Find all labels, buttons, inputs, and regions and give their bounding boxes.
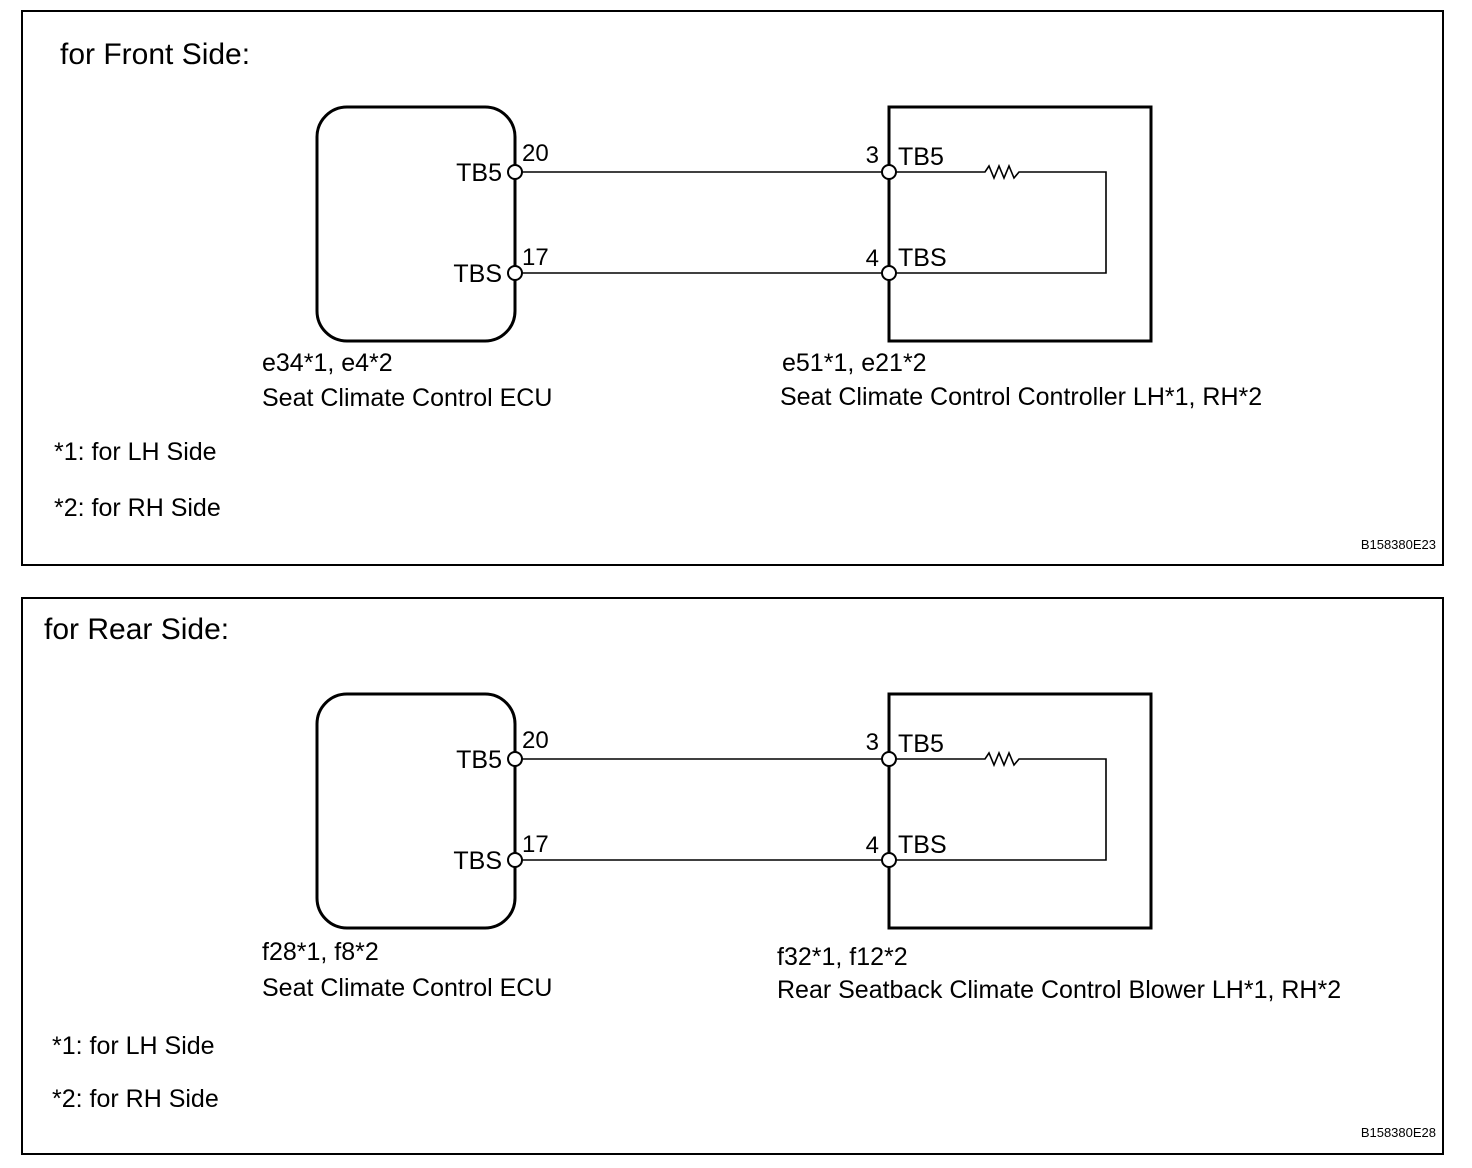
note-rh-side: *2: for RH Side [52, 1085, 219, 1113]
front-side-diagram-panel: for Front Side: TB5 20 TBS 17 3 TB5 4 TB… [21, 10, 1444, 566]
device-pin-label-tbs: TBS [898, 244, 947, 272]
ecu-terminal-tb5 [507, 164, 523, 180]
figure-code: B158380E23 [1361, 537, 1436, 552]
ecu-box [315, 692, 517, 930]
device-connector-code: f32*1, f12*2 [777, 943, 908, 971]
ecu-pin-number-17: 17 [522, 244, 549, 271]
device-pin-label-tb5: TB5 [898, 143, 944, 171]
ecu-pin-label-tbs: TBS [453, 847, 502, 875]
ecu-pin-label-tb5: TB5 [456, 159, 502, 187]
device-name: Seat Climate Control Controller LH*1, RH… [780, 383, 1262, 411]
note-rh-side: *2: for RH Side [54, 494, 221, 522]
ecu-connector-code: e34*1, e4*2 [262, 349, 393, 377]
device-box [887, 692, 1153, 930]
ecu-terminal-tbs [507, 852, 523, 868]
note-lh-side: *1: for LH Side [54, 438, 217, 466]
rear-side-diagram-panel: for Rear Side: TB5 20 TBS 17 3 TB5 4 TBS… [21, 597, 1444, 1155]
device-terminal-tb5 [881, 751, 897, 767]
device-pin-label-tb5: TB5 [898, 730, 944, 758]
device-pin-number-4: 4 [866, 245, 879, 272]
rear-wiring-diagram: for Rear Side: TB5 20 TBS 17 3 TB5 4 TBS… [44, 613, 1436, 1140]
device-name: Rear Seatback Climate Control Blower LH*… [777, 976, 1341, 1004]
ecu-name: Seat Climate Control ECU [262, 384, 552, 412]
front-wiring-diagram: for Front Side: TB5 20 TBS 17 3 TB5 4 TB… [54, 38, 1436, 552]
panel-title: for Rear Side: [44, 613, 229, 646]
ecu-pin-label-tbs: TBS [453, 260, 502, 288]
device-pin-number-3: 3 [866, 142, 879, 169]
device-terminal-tb5 [881, 164, 897, 180]
note-lh-side: *1: for LH Side [52, 1032, 215, 1060]
ecu-pin-label-tb5: TB5 [456, 746, 502, 774]
ecu-pin-number-20: 20 [522, 140, 549, 167]
device-pin-number-4: 4 [866, 832, 879, 859]
figure-code: B158380E28 [1361, 1125, 1436, 1140]
ecu-box [315, 105, 517, 343]
device-pin-number-3: 3 [866, 729, 879, 756]
ecu-name: Seat Climate Control ECU [262, 974, 552, 1002]
blower-resistor-circuit [896, 750, 1107, 861]
device-connector-code: e51*1, e21*2 [782, 349, 927, 377]
device-box [887, 105, 1153, 343]
ecu-terminal-tbs [507, 265, 523, 281]
ecu-pin-number-20: 20 [522, 727, 549, 754]
ecu-terminal-tb5 [507, 751, 523, 767]
panel-title: for Front Side: [60, 38, 250, 71]
device-pin-label-tbs: TBS [898, 831, 947, 859]
device-terminal-tbs [881, 265, 897, 281]
ecu-pin-number-17: 17 [522, 831, 549, 858]
device-terminal-tbs [881, 852, 897, 868]
ecu-connector-code: f28*1, f8*2 [262, 938, 379, 966]
heater-resistor-circuit [896, 163, 1107, 274]
